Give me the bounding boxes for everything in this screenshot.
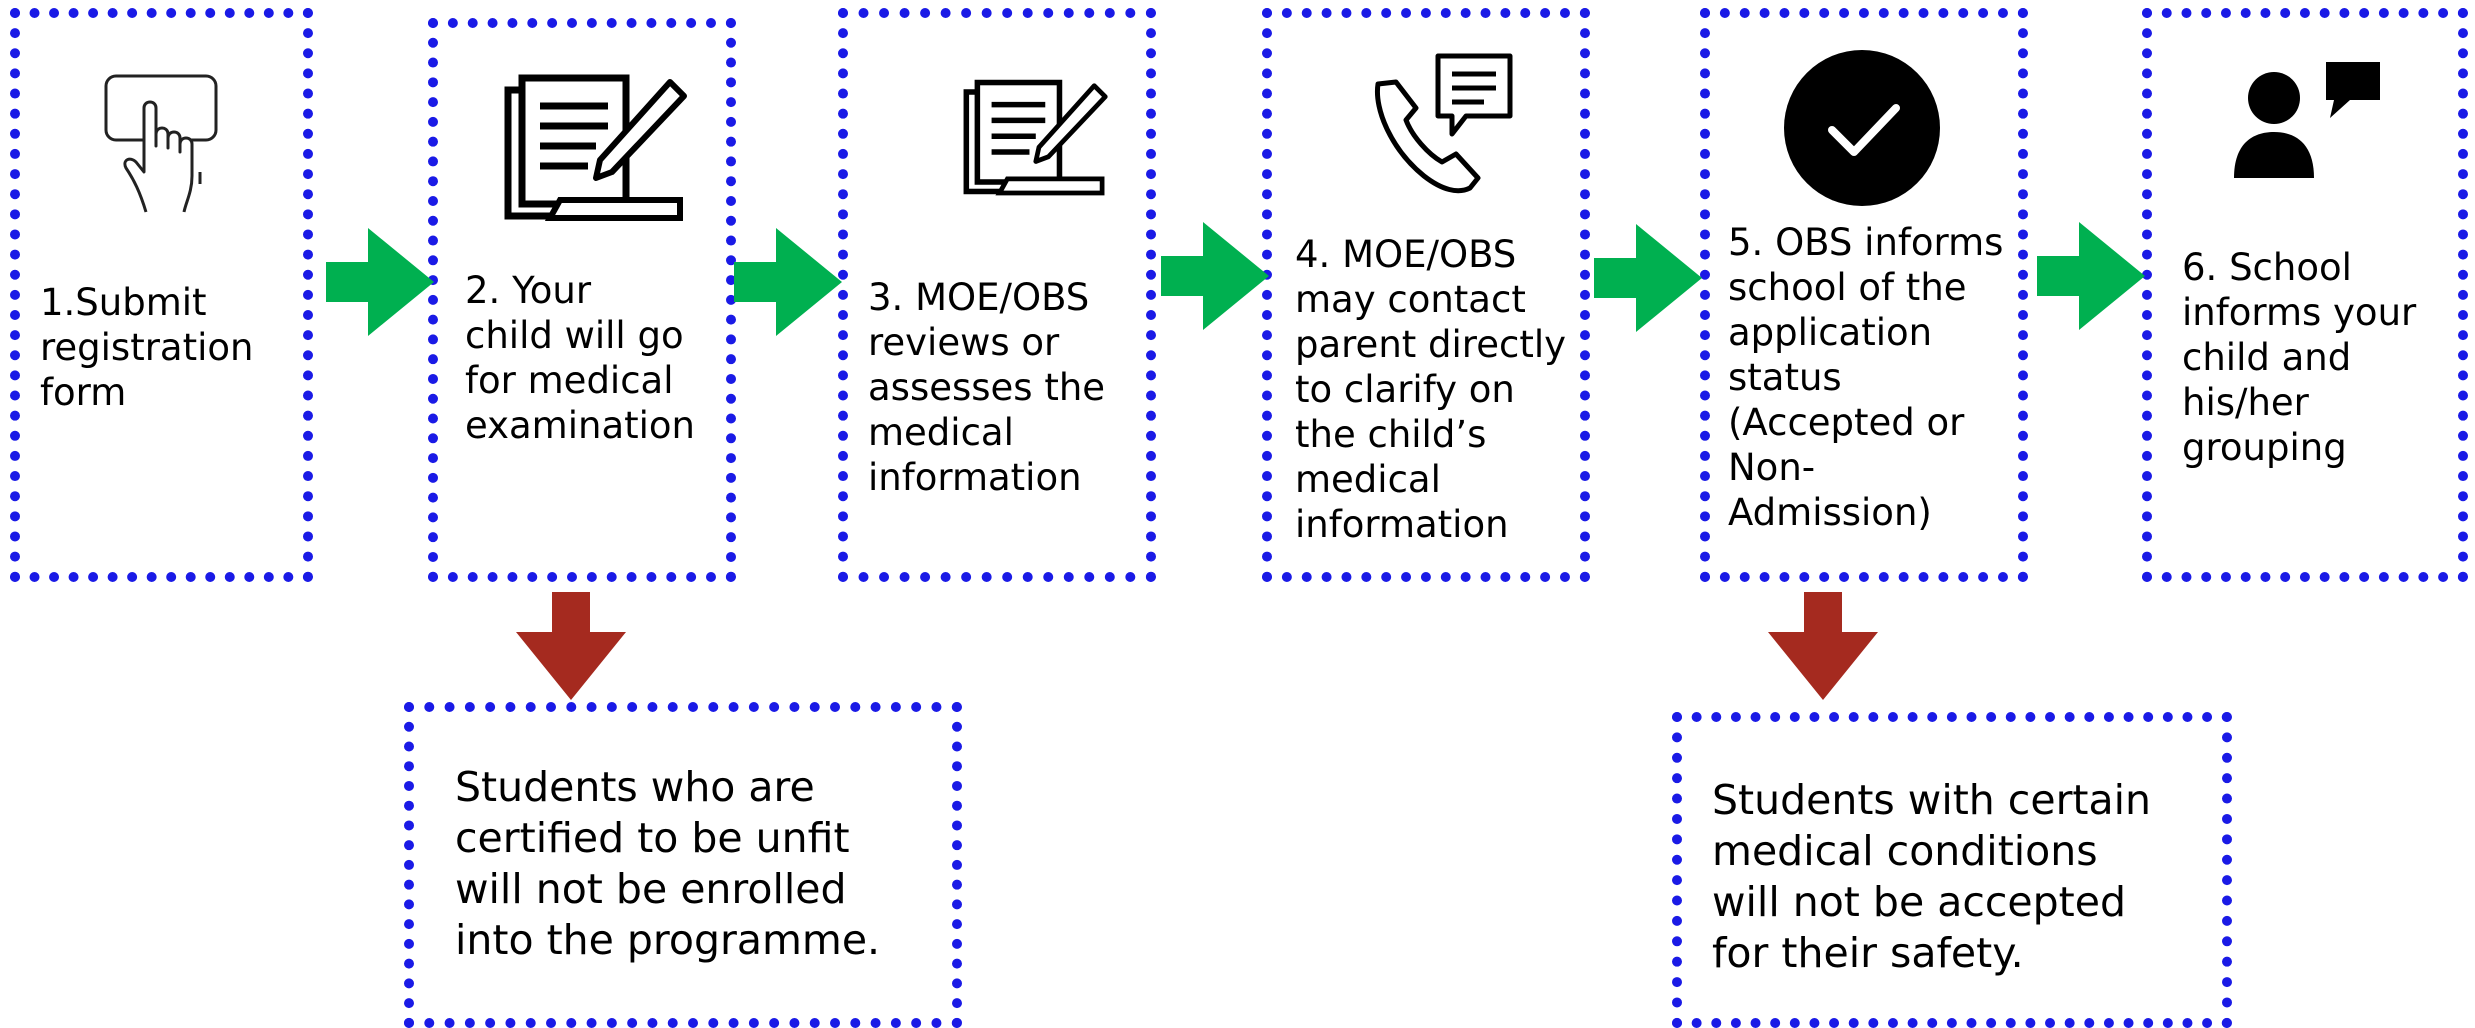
step-6-box — [2142, 8, 2468, 582]
person-speech-icon — [2234, 62, 2380, 178]
checkmark-circle-icon — [1784, 50, 1940, 206]
step-1-text: 1.Submit registration form — [40, 281, 254, 414]
phone-message-icon — [1374, 53, 1513, 194]
forward-arrow — [1594, 224, 1702, 332]
down-arrow — [1768, 592, 1878, 700]
forward-arrow — [2037, 222, 2145, 330]
forward-arrow — [1161, 222, 1269, 330]
step-6-text: 6. School informs your child and his/her… — [2182, 246, 2417, 469]
document-pen-icon — [504, 74, 687, 221]
touch-screen-icon — [104, 74, 218, 213]
note-unfit-text: Students who are certified to be unfit w… — [455, 763, 881, 964]
step-4-text: 4. MOE/OBS may contact parent directly t… — [1295, 233, 1566, 546]
document-pen-icon — [963, 79, 1108, 196]
note-medical-text: Students with certain medical conditions… — [1712, 776, 2152, 977]
forward-arrow — [734, 228, 842, 336]
forward-arrow — [326, 228, 434, 336]
note-medical-box — [1672, 712, 2232, 1028]
step-5-text: 5. OBS informs school of the application… — [1728, 221, 2004, 534]
step-2-text: 2. Your child will go for medical examin… — [465, 269, 696, 447]
step-5-box — [1700, 8, 2028, 582]
note-unfit-box — [404, 702, 962, 1028]
down-arrow — [516, 592, 626, 700]
step-4-box — [1262, 8, 1590, 582]
step-3-text: 3. MOE/OBS reviews or assesses the medic… — [868, 276, 1106, 499]
